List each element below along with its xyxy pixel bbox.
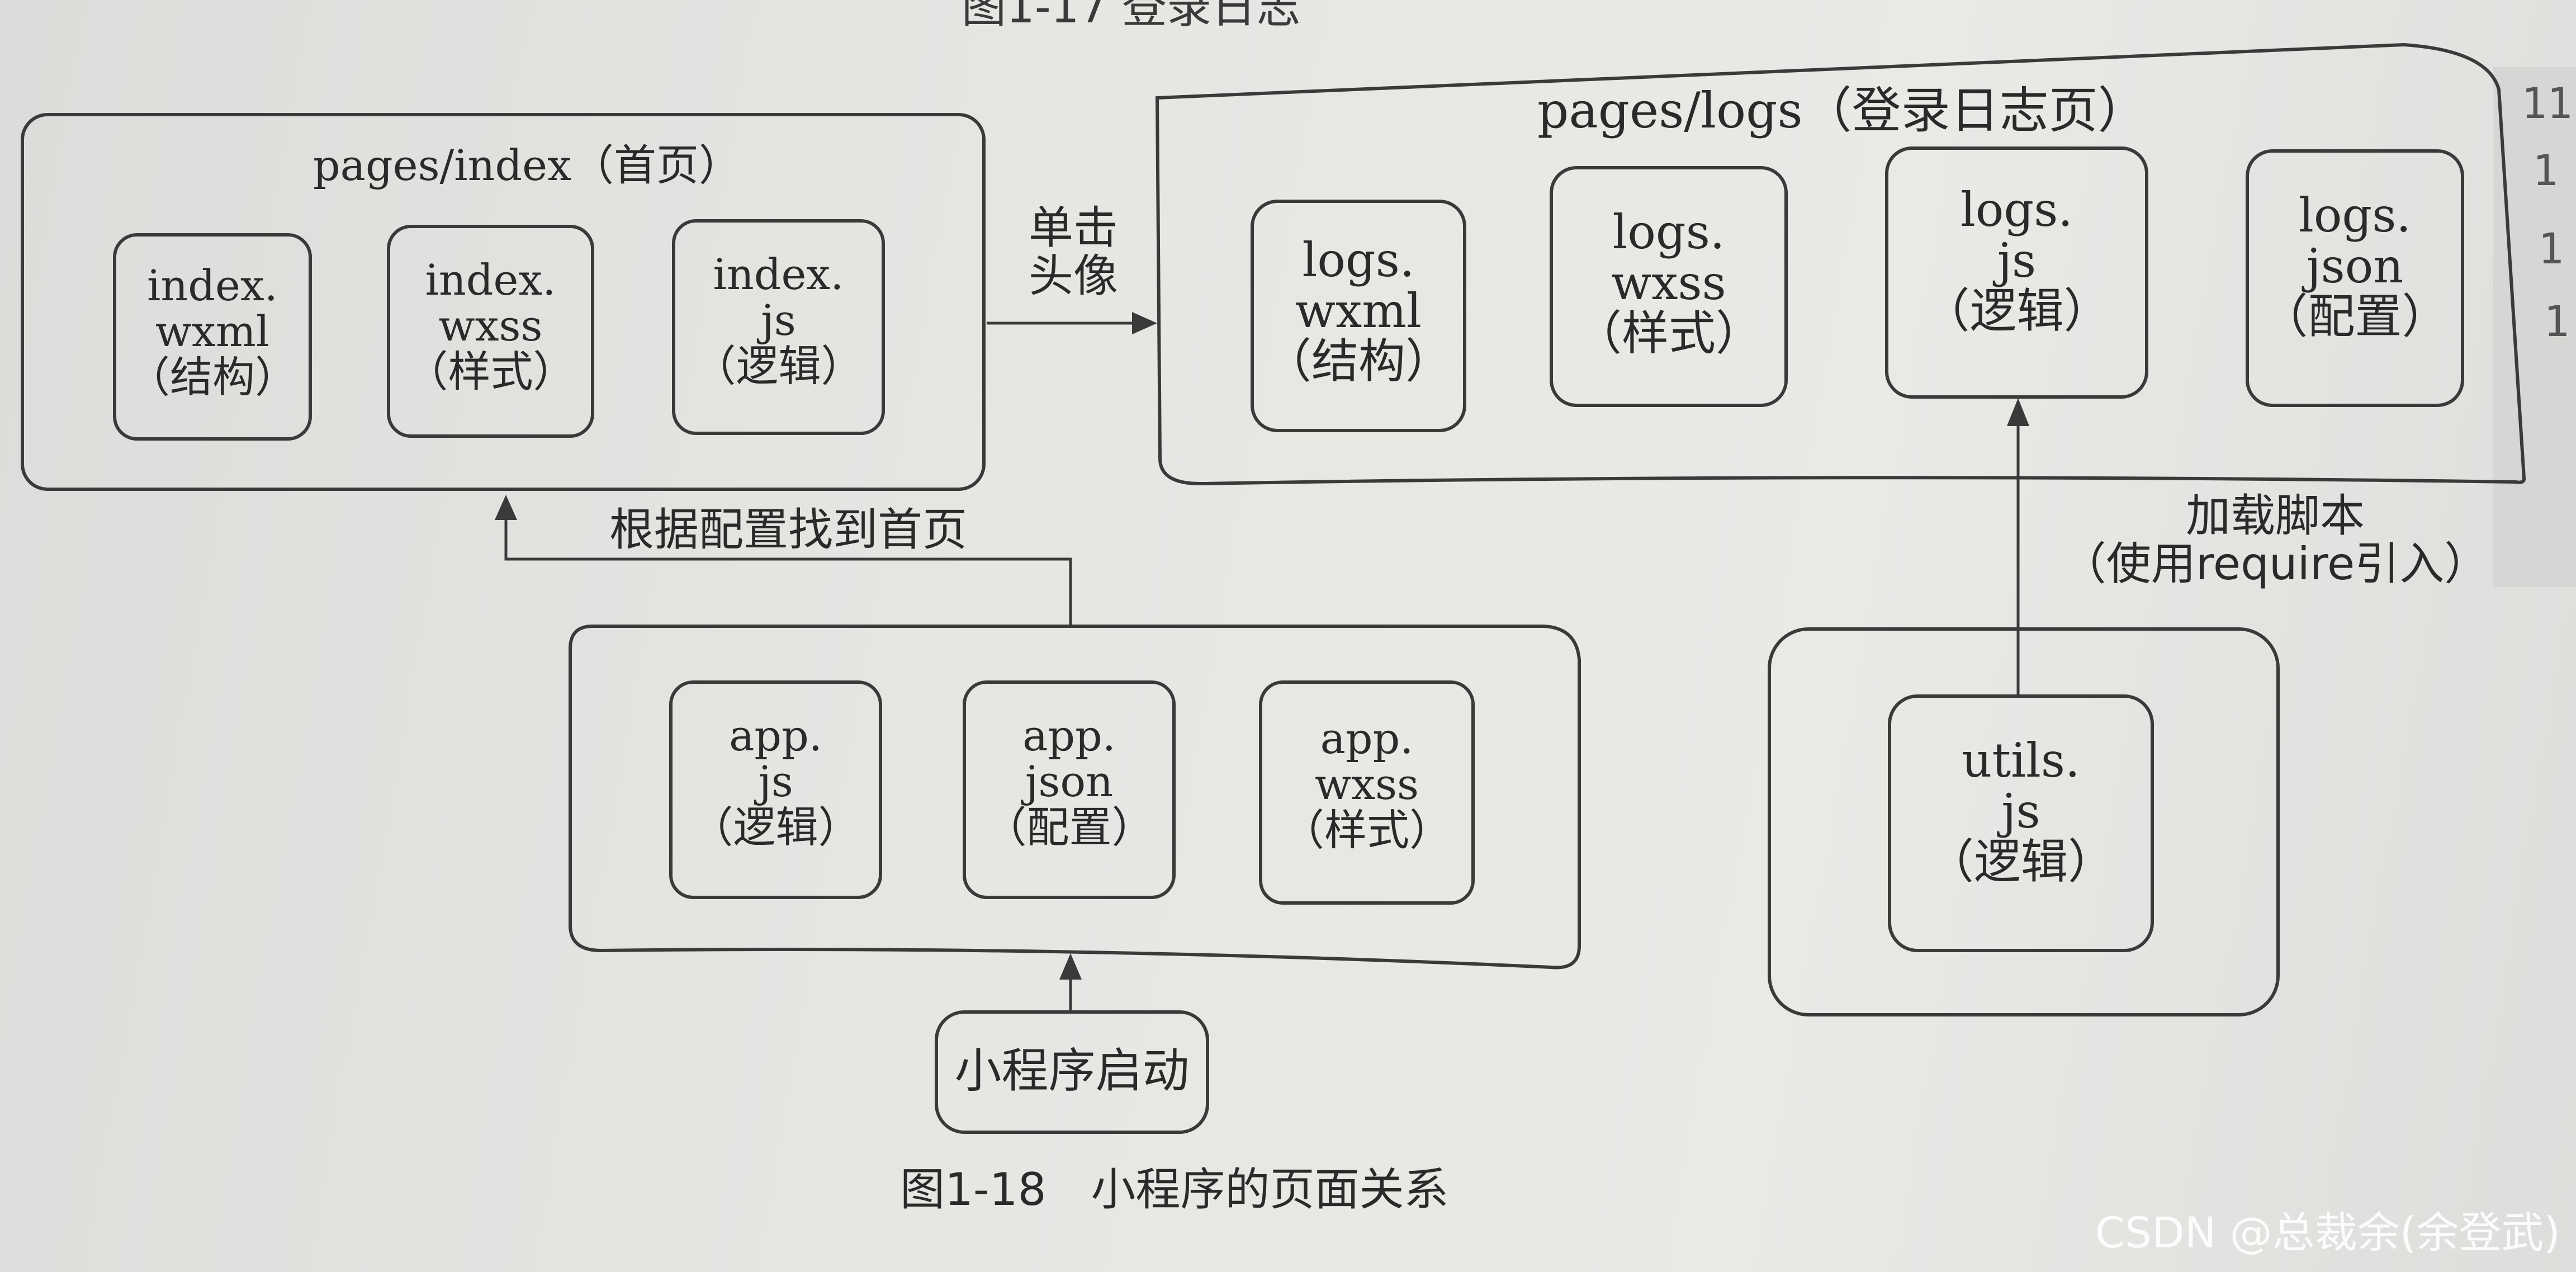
side-code-number: 1 <box>2532 145 2558 195</box>
node-logs-js: logs. js （逻辑） <box>1887 185 2147 337</box>
node-line: （逻辑） <box>1922 283 2111 339</box>
node-line: app. <box>1320 713 1414 763</box>
node-index-wxml: index. wxml （结构） <box>115 261 310 403</box>
node-line: （样式） <box>1282 805 1452 855</box>
group-utils <box>1768 627 2280 1016</box>
box-index-wxml <box>113 233 312 441</box>
node-line: app. <box>1022 711 1116 760</box>
node-line: （逻辑） <box>693 341 864 391</box>
node-line: json <box>2306 238 2404 294</box>
edge-line-text: （使用require引入） <box>2061 538 2489 590</box>
figure-caption: 图1-18 小程序的页面关系 <box>900 1164 1449 1216</box>
group-title-pages-logs: pages/logs（登录日志页） <box>1537 82 2147 139</box>
node-start: 小程序启动 <box>954 1043 1190 1098</box>
box-app-js <box>669 680 882 899</box>
node-line: logs. <box>1302 233 1415 287</box>
box-index-js <box>672 219 885 435</box>
edge-line-text: 加载脚本 <box>2186 490 2365 542</box>
node-line: （结构） <box>127 352 297 403</box>
arrowhead-load-script <box>2007 398 2029 426</box>
box-index-wxss <box>387 225 594 438</box>
box-logs-json <box>2246 149 2464 407</box>
node-utils-js: utils. js （逻辑） <box>1890 735 2152 887</box>
node-line: utils. <box>1962 733 2080 788</box>
node-app-js: app. js （逻辑） <box>671 711 880 853</box>
node-line: （配置） <box>984 802 1154 853</box>
group-title-pages-index: pages/index（首页） <box>313 140 741 190</box>
arrowhead-find-index <box>495 495 517 520</box>
side-code-number: 1 <box>2538 224 2564 273</box>
group-app <box>569 625 1581 970</box>
node-line: wxml <box>155 306 270 357</box>
side-code-number: 11 <box>2521 78 2573 128</box>
watermark: CSDN @总裁余(余登武) <box>2095 1208 2560 1257</box>
edge-label-click-avatar: 单击 头像 <box>1006 204 1140 301</box>
node-line: wxss <box>1315 759 1419 810</box>
box-logs-js <box>1885 146 2148 399</box>
box-app-wxss <box>1259 680 1475 905</box>
node-index-js: index. js （逻辑） <box>674 249 883 391</box>
node-line: （逻辑） <box>1926 834 2115 890</box>
node-line: index. <box>713 249 844 299</box>
node-line: （配置） <box>2261 289 2449 344</box>
node-line: js <box>1997 233 2037 288</box>
node-line: index. <box>147 261 278 310</box>
edge-line-text: 头像 <box>1029 250 1118 302</box>
node-line: （结构） <box>1264 334 1452 389</box>
arrowhead-start <box>1059 953 1082 980</box>
box-logs-wxss <box>1550 166 1788 407</box>
node-app-json: app. json （配置） <box>964 711 1174 853</box>
box-utils-js <box>1888 694 2154 952</box>
edge-line-text: 单击 <box>1029 202 1118 254</box>
node-line: logs. <box>1960 182 2073 237</box>
node-line: logs. <box>1612 205 1725 259</box>
group-pages-index <box>21 113 986 491</box>
node-line: json <box>1025 756 1114 807</box>
node-line: index. <box>425 255 556 305</box>
node-line: wxss <box>1611 255 1726 310</box>
side-code-number: 1 <box>2544 296 2569 346</box>
node-line: js <box>2001 783 2040 839</box>
side-code-strip <box>2493 67 2576 587</box>
node-index-wxss: index. wxss （样式） <box>389 257 593 395</box>
edge-label-find-index: 根据配置找到首页 <box>609 504 967 556</box>
node-line: （逻辑） <box>690 802 861 853</box>
node-logs-wxml: logs. wxml （结构） <box>1252 235 1465 387</box>
node-line: wxss <box>438 301 543 351</box>
node-logs-json: logs. json （配置） <box>2247 190 2463 342</box>
node-app-wxss: app. wxss （样式） <box>1261 713 1473 855</box>
node-logs-wxss: logs. wxss （样式） <box>1551 207 1786 359</box>
node-line: js <box>758 756 793 807</box>
previous-figure-caption-fragment: 图1-17 登录日志 <box>962 0 1301 33</box>
arrowhead-click-avatar <box>1132 312 1157 334</box>
node-line: js <box>761 295 796 346</box>
box-app-json <box>963 680 1176 899</box>
group-pages-logs <box>1155 42 2526 486</box>
box-logs-wxml <box>1251 200 1466 432</box>
node-line: app. <box>729 711 822 760</box>
node-line: wxml <box>1295 283 1422 338</box>
edge-line-find-index <box>504 517 1072 626</box>
edge-label-load-script: 加载脚本 （使用require引入） <box>2024 490 2527 590</box>
node-line: logs. <box>2298 188 2412 243</box>
node-line: （样式） <box>405 347 576 397</box>
node-line: （样式） <box>1574 306 1763 361</box>
